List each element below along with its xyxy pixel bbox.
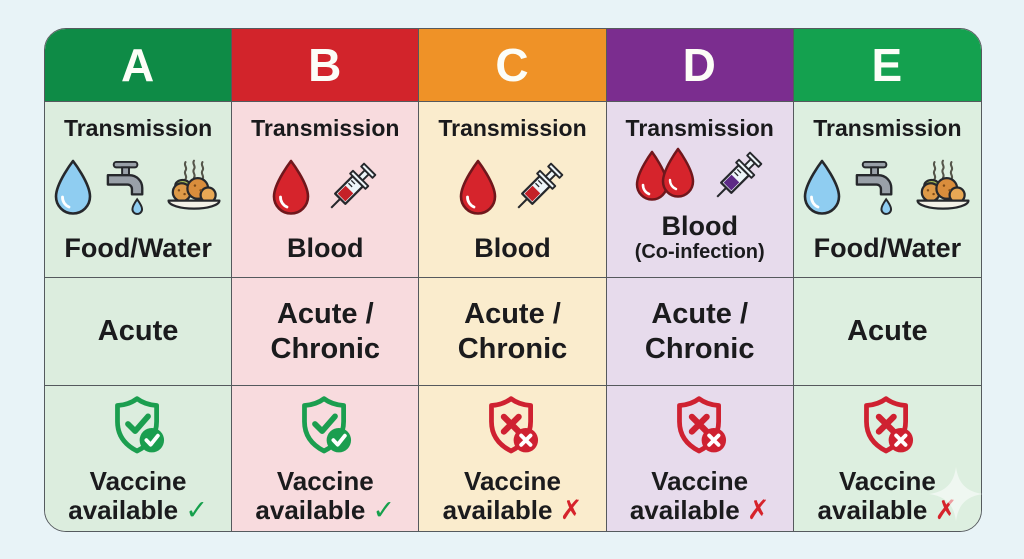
water-drop-icon: [51, 158, 95, 218]
vaccine-text: Vaccine available ✗: [442, 465, 583, 527]
vaccine-cell-c: Vaccine available ✗: [419, 385, 607, 531]
transmission-icons-d: [630, 145, 769, 209]
transmission-label: Transmission: [438, 115, 587, 141]
vaccine-cell-e: Vaccine available ✗: [793, 385, 981, 531]
check-mark: ✓: [372, 495, 396, 527]
course-cell-b: Acute / Chronic: [232, 277, 420, 385]
faucet-icon: [849, 159, 906, 216]
course-cell-a: Acute: [45, 277, 233, 385]
vaccine-text: Vaccine available ✓: [255, 465, 396, 527]
shield-x-icon: [476, 392, 548, 463]
transmission-text: Blood: [287, 232, 364, 263]
transmission-icons-b: [268, 156, 383, 220]
vaccine-cell-b: Vaccine available ✓: [232, 385, 420, 531]
shield-x-icon: [664, 392, 736, 463]
course-text: Acute / Chronic: [270, 298, 381, 365]
transmission-cell-b: Transmission Blood: [232, 101, 420, 277]
transmission-cell-a: Transmission Food/Water: [45, 101, 233, 277]
food-plate-icon: [162, 159, 226, 216]
transmission-cell-e: Transmission Food/Water: [793, 101, 981, 277]
header-letter-a: A: [120, 39, 156, 91]
transmission-icons-a: [51, 158, 226, 218]
shield-check-icon: [289, 392, 361, 463]
header-letter-b: B: [308, 39, 343, 91]
water-drop-icon: [800, 158, 844, 218]
header-letter-c: C: [495, 39, 530, 91]
syringe-icon: [319, 156, 383, 220]
vaccine-text: Vaccine available ✗: [629, 465, 770, 527]
vaccine-word-2: available: [442, 495, 553, 526]
vaccine-cell-a: Vaccine available ✓: [45, 385, 233, 531]
column-header-c: C: [419, 29, 607, 101]
course-cell-c: Acute / Chronic: [419, 277, 607, 385]
double-blood-drop-icon: [630, 147, 700, 207]
food-plate-icon: [911, 159, 975, 216]
check-mark: ✓: [185, 495, 208, 527]
faucet-icon: [100, 159, 157, 216]
transmission-icons-c: [455, 156, 570, 220]
hepatitis-comparison-table: A B C D E Transmission Food/Water Transm…: [44, 28, 982, 532]
vaccine-word-1: Vaccine: [276, 465, 374, 496]
header-letter-d: D: [682, 39, 717, 91]
transmission-cell-c: Transmission Blood: [419, 101, 607, 277]
course-text: Acute: [847, 315, 928, 348]
sparkle-watermark: [929, 467, 983, 521]
course-cell-d: Acute / Chronic: [606, 277, 794, 385]
cross-mark: ✗: [559, 495, 583, 527]
column-header-d: D: [606, 29, 794, 101]
blood-drop-icon: [455, 158, 501, 218]
transmission-subtext: (Co-infection): [634, 241, 765, 263]
cross-mark: ✗: [746, 495, 770, 527]
transmission-label: Transmission: [813, 115, 962, 141]
vaccine-word-2: available: [629, 495, 740, 526]
transmission-text: Food/Water: [64, 232, 212, 263]
course-text: Acute: [97, 315, 179, 348]
vaccine-word-2: available: [817, 495, 928, 526]
vaccine-text: Vaccine available ✓: [68, 465, 208, 527]
vaccine-word-1: Vaccine: [651, 465, 749, 496]
vaccine-word-1: Vaccine: [89, 465, 187, 496]
shield-check-icon: [102, 392, 174, 463]
column-header-b: B: [232, 29, 420, 101]
vaccine-word-1: Vaccine: [464, 465, 561, 496]
transmission-text: Blood: [661, 210, 738, 241]
transmission-label: Transmission: [625, 115, 774, 141]
transmission-cell-d: Transmission Blood (Co-infection): [606, 101, 794, 277]
header-letter-e: E: [871, 39, 904, 91]
transmission-text: Food/Water: [813, 232, 962, 263]
syringe-icon: [506, 156, 570, 220]
shield-x-icon: [851, 392, 923, 463]
transmission-label: Transmission: [251, 115, 400, 141]
column-header-e: E: [793, 29, 981, 101]
vaccine-word-2: available: [255, 495, 366, 526]
course-cell-e: Acute: [793, 277, 981, 385]
course-text: Acute / Chronic: [644, 298, 755, 365]
vaccine-word-1: Vaccine: [838, 465, 936, 496]
course-text: Acute / Chronic: [457, 298, 568, 365]
vaccine-cell-d: Vaccine available ✗: [606, 385, 794, 531]
transmission-text: Blood: [474, 232, 551, 263]
transmission-icons-e: [800, 158, 975, 218]
vaccine-word-2: available: [68, 495, 179, 526]
blood-drop-icon: [268, 158, 314, 218]
column-header-a: A: [45, 29, 233, 101]
syringe-icon: [705, 145, 769, 209]
transmission-label: Transmission: [63, 115, 213, 141]
